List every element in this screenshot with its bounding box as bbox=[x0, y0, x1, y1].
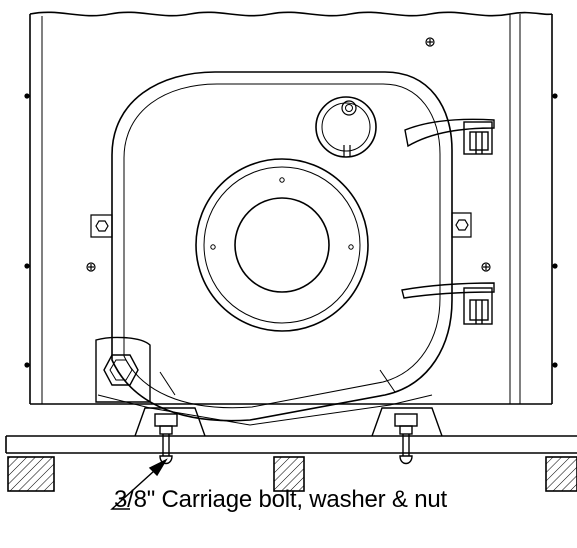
drain-fitting bbox=[95, 336, 151, 403]
mounting-brackets bbox=[134, 407, 443, 437]
top-break-line bbox=[29, 11, 553, 17]
door-inner-ring bbox=[203, 166, 361, 324]
pallet-block-3 bbox=[545, 456, 577, 492]
bracket-left bbox=[134, 407, 206, 437]
hex-nut-right bbox=[451, 212, 472, 238]
callout-leader bbox=[110, 458, 168, 510]
carriage-bolt-left bbox=[159, 434, 173, 465]
screw-left bbox=[86, 262, 96, 272]
door-hinges bbox=[401, 118, 495, 325]
hinge-upper bbox=[404, 118, 495, 155]
hinge-lower bbox=[401, 282, 495, 325]
door-glass bbox=[234, 197, 330, 293]
callout-label: 3/8" Carriage bolt, washer & nut bbox=[114, 486, 447, 513]
bracket-right bbox=[371, 407, 443, 437]
carriage-bolts bbox=[159, 434, 413, 465]
pallet-block-1 bbox=[7, 456, 55, 492]
hex-nut-left bbox=[90, 214, 113, 238]
screw-right bbox=[481, 262, 491, 272]
door-outer-ring bbox=[195, 158, 369, 332]
pallet-block-2 bbox=[273, 456, 305, 492]
drum-housing bbox=[97, 71, 453, 426]
door-porthole bbox=[195, 158, 369, 332]
inlet-fitting bbox=[315, 96, 377, 158]
hex-nuts bbox=[90, 212, 472, 238]
carriage-bolt-right bbox=[399, 434, 413, 465]
cabinet-screws bbox=[24, 37, 558, 368]
pallet bbox=[5, 435, 577, 492]
cabinet bbox=[29, 11, 553, 405]
screw-top-right bbox=[425, 37, 435, 47]
